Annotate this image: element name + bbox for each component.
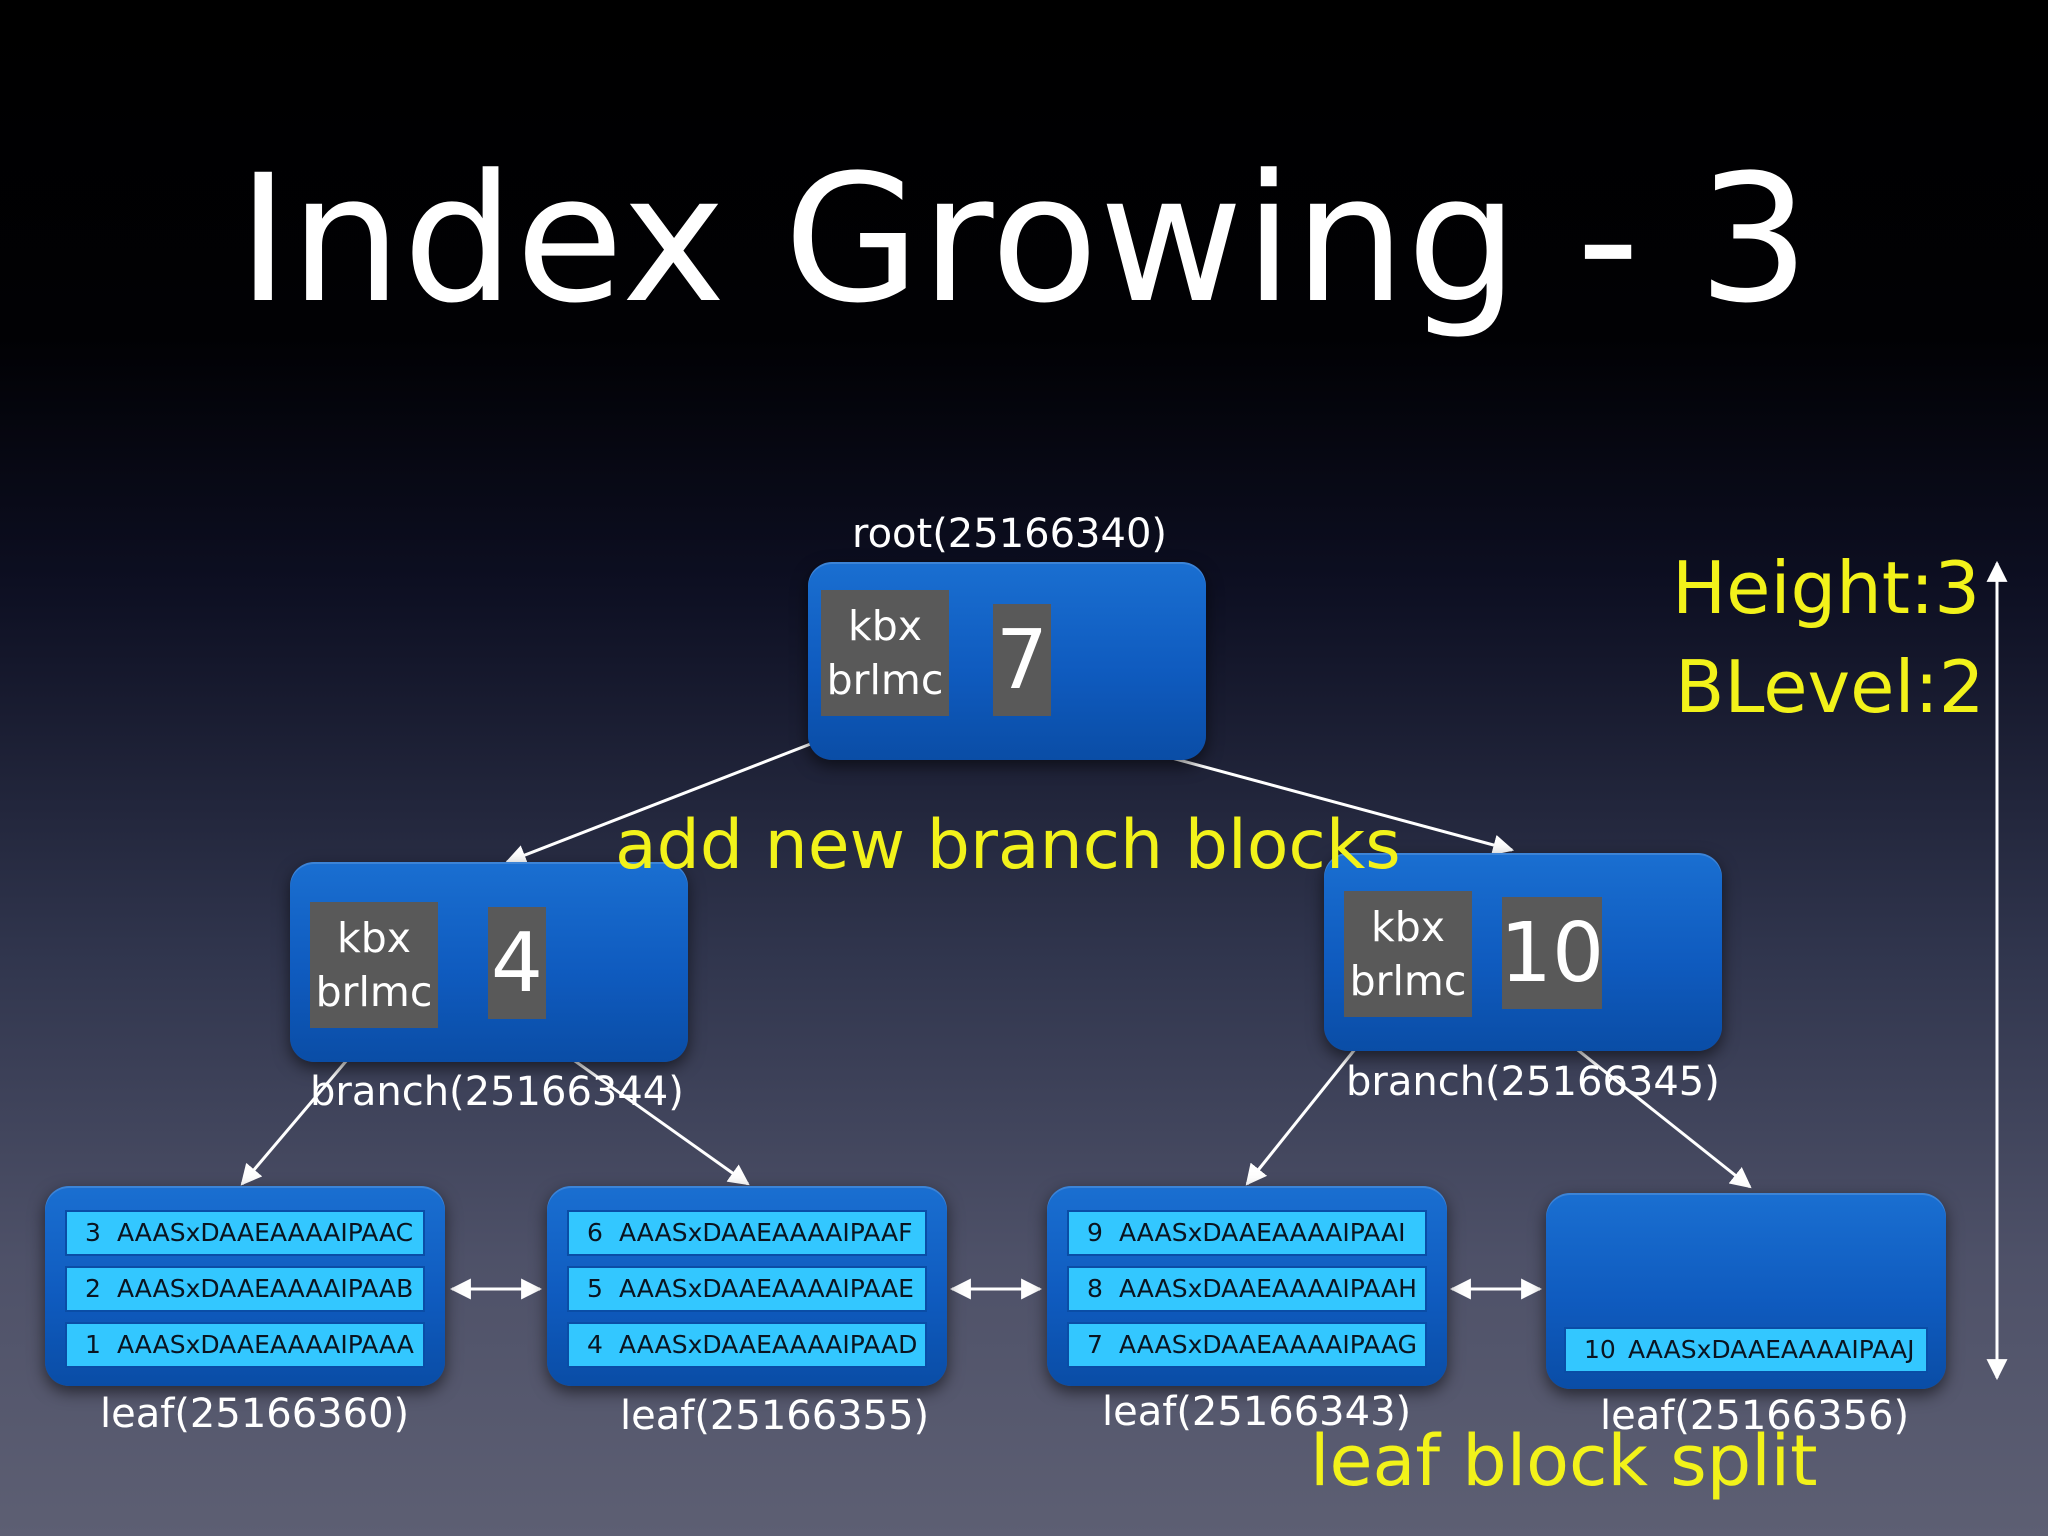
root-key: kbx brlmc bbox=[821, 590, 949, 716]
leaf-label-2: leaf(25166355) bbox=[620, 1393, 930, 1439]
blevel-annotation: BLevel:2 bbox=[1675, 645, 1985, 729]
branch-left-label: branch(25166344) bbox=[310, 1069, 684, 1115]
branch-left-node: kbx brlmc 4 bbox=[290, 862, 688, 1062]
add-branch-annotation: add new branch blocks bbox=[615, 806, 1401, 885]
branch-left-pointer: 4 bbox=[488, 907, 546, 1019]
height-annotation: Height:3 bbox=[1672, 546, 1981, 630]
branch-left-key: kbx brlmc bbox=[310, 902, 438, 1028]
leaf-label-1: leaf(25166360) bbox=[100, 1391, 410, 1437]
branch-right-key: kbx brlmc bbox=[1344, 891, 1472, 1017]
root-node: kbx brlmc 7 bbox=[808, 562, 1206, 760]
root-label: root(25166340) bbox=[852, 511, 1167, 557]
leaf-label-4: leaf(25166356) bbox=[1600, 1393, 1910, 1439]
branch-right-node: kbx brlmc 10 bbox=[1324, 853, 1722, 1051]
slide-title: Index Growing - 3 bbox=[237, 137, 1811, 342]
branch-right-pointer: 10 bbox=[1500, 897, 1604, 1009]
leaf-split-annotation: leaf block split bbox=[1310, 1420, 1818, 1502]
leaf-label-3: leaf(25166343) bbox=[1102, 1389, 1412, 1435]
branch-right-label: branch(25166345) bbox=[1346, 1059, 1720, 1105]
root-pointer: 7 bbox=[993, 604, 1051, 716]
